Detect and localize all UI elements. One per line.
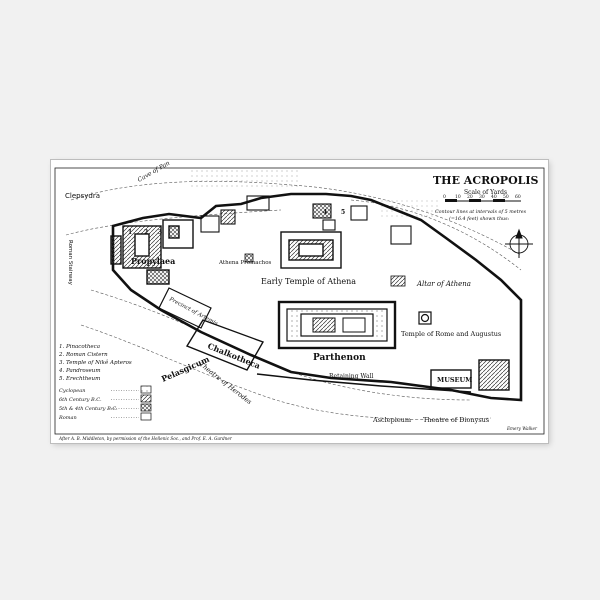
- engraver-text: Emery Walker: [506, 426, 538, 431]
- legend-period-swatch: [140, 412, 152, 421]
- scale-tick-label: 40: [491, 194, 497, 200]
- cave-of-pan-label: Cave of Pan: [137, 160, 172, 184]
- legend-marker-4: 4: [323, 209, 327, 216]
- upper-structures: [200, 195, 412, 245]
- parthenon-label: Parthenon: [313, 353, 366, 363]
- athena-promachos-label: Athena Promachos: [218, 260, 272, 266]
- contour-note-line1: Contour lines at intervals of 5 metres: [435, 209, 527, 215]
- contour-note-line2: (=16.4 feet) shown thus:: [449, 215, 510, 222]
- legend-period-label: Roman: [58, 415, 77, 421]
- legend-period-swatch: [140, 403, 152, 412]
- legend-marker-1: 1: [128, 229, 132, 236]
- legend-numbered-item: 4. Pandroseum: [58, 368, 101, 374]
- legend-period-label: 5th & 4th Century B.C.: [59, 406, 118, 412]
- early-temple-label: Early Temple of Athena: [261, 277, 356, 286]
- compass-rose-icon: [505, 228, 533, 258]
- theatre-of-dionysus-label: Theatre of Dionysus: [423, 416, 489, 424]
- temple-of-rome: [418, 311, 432, 325]
- legend-period-label: Cyclopean: [59, 388, 85, 394]
- clepsydra-label: Clepsydra: [65, 192, 100, 200]
- scale-tick-label: 50: [503, 194, 509, 200]
- legend-period-label: 6th Century B.C.: [59, 397, 102, 403]
- athena-promachos-base: [244, 253, 254, 263]
- scale-heading: Scale of Yards: [464, 189, 507, 196]
- legend-period-swatch: [140, 385, 152, 394]
- legend-numbered-item: 2. Roman Cistern: [58, 352, 108, 358]
- legend-period-swatch: [140, 394, 152, 403]
- legend-marker-2: 2: [144, 229, 148, 236]
- scale-bar: [445, 199, 521, 202]
- roman-stairway-label: Roman Stairway: [67, 240, 73, 286]
- map-title: THE ACROPOLIS: [433, 174, 539, 187]
- propylaea-label: Propylaea: [131, 256, 175, 266]
- rock-texture-top: [191, 170, 301, 188]
- early-temple-of-athena: [280, 231, 342, 269]
- scale-tick-label: 10: [455, 194, 461, 200]
- legend-periods: Cyclopean 6th Century B.C. 5th & 4th Centu…: [58, 385, 152, 421]
- precinct-of-artemis: [158, 287, 212, 329]
- acropolis-wall: [111, 192, 523, 402]
- theatre-of-herodes-label: Theatre of Herodes: [198, 360, 254, 406]
- scale-tick-label: 60: [515, 194, 521, 200]
- scale-tick-label: 30: [479, 194, 485, 200]
- chalkotheca: [185, 319, 265, 371]
- scale-tick-label: 20: [467, 194, 473, 200]
- altar-of-athena-base: [390, 275, 406, 287]
- retaining-wall: [256, 373, 472, 393]
- altar-of-athena-label: Altar of Athena: [416, 280, 471, 288]
- temple-of-rome-label: Temple of Rome and Augustus: [401, 330, 501, 338]
- legend-numbered-item: 3. Temple of Nikê Apteros: [59, 359, 132, 366]
- acropolis-map-poster: Propylaea 1 2 3 4 5 Early Temp: [50, 159, 549, 444]
- propylaea-complex: [110, 219, 194, 285]
- asclepieum-label: Asclepieum: [372, 416, 411, 424]
- museum-label: MUSEUM: [437, 376, 472, 384]
- museum-building: [430, 359, 510, 391]
- legend-marker-3: 3: [158, 229, 162, 236]
- scale-tick-label: 0: [443, 194, 446, 200]
- legend-numbered-item: 1. Pinacotheca: [59, 344, 100, 350]
- scale-ticks: 0 10 20 30 40 50 60: [443, 194, 521, 200]
- retaining-wall-label: Retaining Wall: [329, 373, 374, 380]
- legend-numbered-item: 5. Erechtheum: [59, 376, 100, 382]
- precinct-artemis-label: Precinct of Artemis: [167, 296, 219, 327]
- legend-marker-5: 5: [341, 209, 345, 216]
- rock-texture-right: [381, 200, 441, 220]
- map-frame: [54, 167, 545, 435]
- parthenon: [277, 300, 397, 350]
- attribution-text: After A. B. Middleton, by permission of …: [58, 436, 233, 441]
